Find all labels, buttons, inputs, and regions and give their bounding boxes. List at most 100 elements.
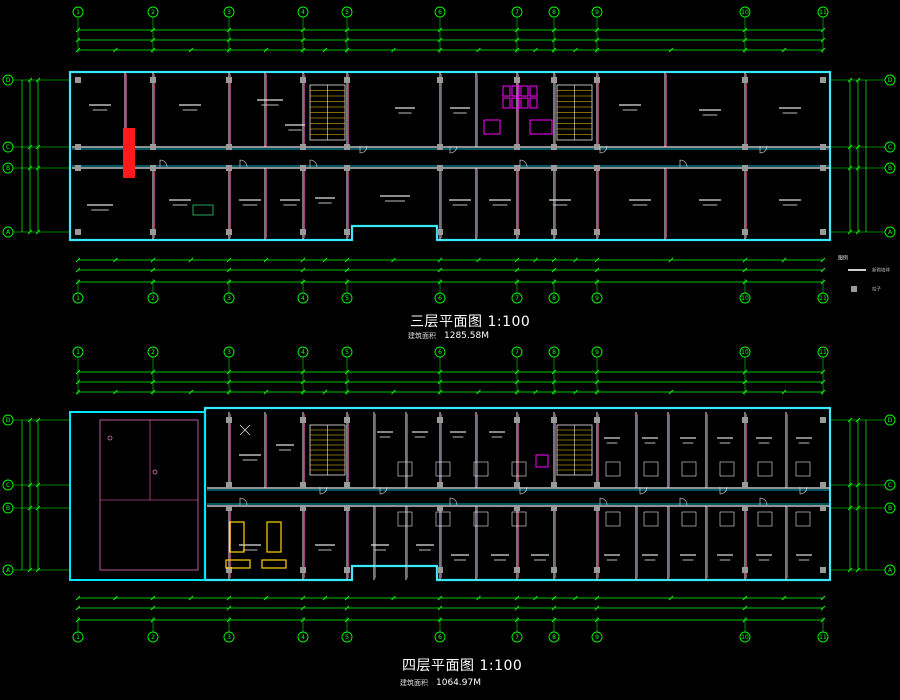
axis-bubble-bottom: 1 — [72, 292, 84, 304]
dimension-tick — [300, 257, 306, 263]
column — [742, 505, 748, 511]
axis-bubble-circle — [884, 141, 896, 153]
axis-bubble-top: 1 — [72, 346, 84, 358]
axis-bubble-label: A — [888, 229, 893, 236]
axis-bubble-top: 7 — [511, 346, 523, 358]
dimension-tick — [742, 267, 748, 273]
dimension-tick — [188, 595, 194, 601]
dimension-tick — [847, 229, 853, 235]
dimension-tick — [35, 417, 41, 423]
dimension-tick — [322, 257, 328, 263]
axis-bubble-bottom: 8 — [548, 292, 560, 304]
dimension-tick — [476, 47, 481, 53]
dimension-tick — [75, 595, 81, 601]
dimension-tick — [344, 595, 350, 601]
axis-bubble-label: 8 — [552, 9, 556, 16]
bathroom-pod — [795, 461, 811, 477]
axis-bubble-label: C — [888, 144, 892, 151]
bathroom-pod — [397, 511, 413, 527]
door-swing — [359, 145, 368, 154]
bathroom-pod — [397, 461, 413, 477]
axis-bubble-circle — [341, 346, 353, 358]
axis-bubble-circle — [511, 292, 523, 304]
axis-bubble-label: 6 — [438, 9, 442, 16]
door-swing — [239, 497, 248, 506]
axis-bubble-circle — [591, 631, 603, 643]
column — [820, 144, 826, 150]
dimension-tick — [263, 257, 269, 263]
dimension-tick — [551, 257, 557, 263]
dimension-tick — [855, 229, 861, 235]
axis-bubble-label: 1 — [76, 295, 80, 302]
door-swing — [519, 486, 528, 495]
axis-bubble-circle — [548, 346, 560, 358]
dimension-tick — [226, 605, 232, 611]
axis-bubble-label: 9 — [595, 349, 599, 356]
furniture-desk — [229, 521, 245, 553]
dimension-tick — [263, 47, 269, 53]
dimension-tick — [150, 267, 156, 273]
axis-bubble-label: 4 — [301, 349, 305, 356]
axis-bubble-label: A — [6, 567, 11, 574]
axis-bubble-top: 7 — [511, 6, 523, 18]
dimension-tick — [855, 505, 861, 511]
row-bubble-right: B — [884, 502, 896, 514]
axis-bubble-label: D — [6, 417, 11, 424]
axis-bubble-circle — [223, 6, 235, 18]
axis-bubble-circle — [341, 631, 353, 643]
axis-bubble-circle — [341, 292, 353, 304]
column — [742, 417, 748, 423]
column — [150, 165, 156, 171]
drain-point — [107, 435, 113, 441]
x-mark — [239, 424, 251, 436]
dimension-tick — [344, 267, 350, 273]
dimension-tick — [391, 595, 396, 601]
axis-bubble-label: 7 — [515, 295, 519, 302]
axis-bubble-circle — [817, 292, 829, 304]
axis-bubble-top: 10 — [739, 346, 751, 358]
row-bubble-right: B — [884, 162, 896, 174]
axis-bubble-circle — [511, 631, 523, 643]
dimension-tick — [27, 505, 33, 511]
row-bubble-left: C — [2, 479, 14, 491]
axis-bubble-label: 2 — [151, 349, 155, 356]
dimension-tick — [551, 267, 557, 273]
door-swing — [679, 497, 688, 506]
axis-bubble-label: B — [6, 505, 10, 512]
dimension-tick — [847, 417, 853, 423]
dimension-tick — [855, 417, 861, 423]
toilet-fixture — [529, 85, 538, 97]
dimension-tick — [322, 595, 328, 601]
column — [75, 165, 81, 171]
exterior-wall — [204, 407, 831, 581]
dimension-tick — [113, 389, 118, 395]
equipment — [192, 204, 214, 216]
dimension-tick — [27, 77, 33, 83]
dimension-tick — [113, 595, 118, 601]
column — [437, 482, 443, 488]
dimension-tick — [855, 567, 861, 573]
column — [820, 417, 826, 423]
axis-bubble-label: 10 — [741, 634, 749, 641]
axis-bubble-label: 6 — [438, 634, 442, 641]
dimension-tick — [75, 257, 81, 263]
axis-bubble-label: 1 — [76, 634, 80, 641]
dimension-tick — [781, 595, 787, 601]
dimension-tick — [668, 595, 674, 601]
column — [594, 482, 600, 488]
bathroom-pod — [511, 461, 527, 477]
axis-bubble-label: 10 — [741, 9, 749, 16]
column — [300, 505, 306, 511]
axis-bubble-circle — [884, 564, 896, 576]
dimension-tick — [742, 257, 748, 263]
axis-bubble-top: 8 — [548, 346, 560, 358]
dimension-tick — [27, 165, 33, 171]
dimension-tick — [847, 165, 853, 171]
door-swing — [799, 486, 808, 495]
column — [742, 165, 748, 171]
column — [226, 417, 232, 423]
axis-bubble-bottom: 5 — [341, 292, 353, 304]
column — [344, 567, 350, 573]
axis-bubble-label: 4 — [301, 9, 305, 16]
